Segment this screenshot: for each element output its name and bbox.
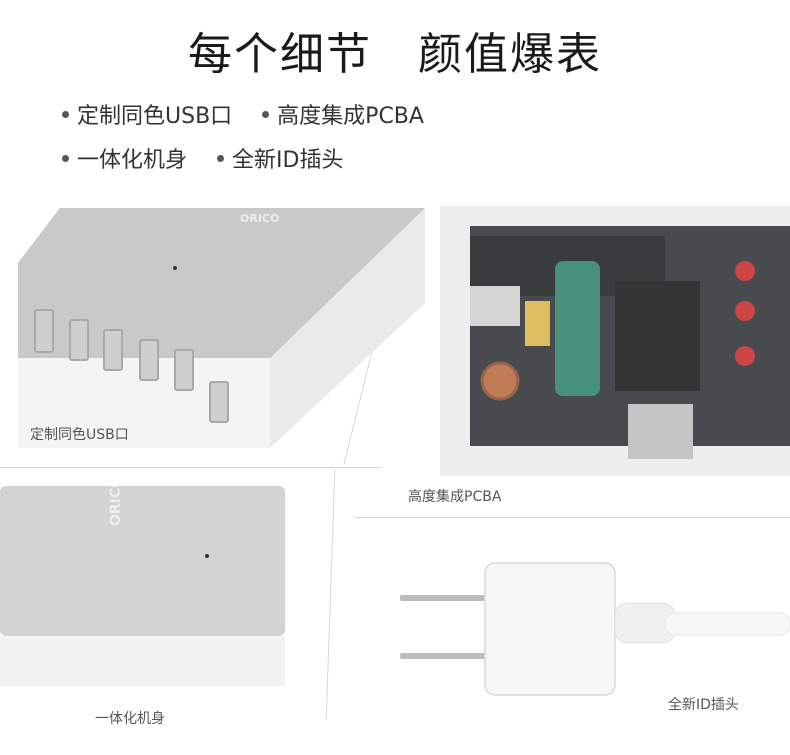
- feature-item: 全新ID插头: [217, 142, 343, 174]
- usb-ports: [34, 309, 229, 423]
- caption-pcba: 高度集成PCBA: [408, 489, 502, 505]
- bullet-icon: [217, 154, 225, 162]
- logo-text: ORICO: [240, 212, 279, 225]
- feature-label: 全新ID插头: [232, 148, 344, 173]
- plug-image: [390, 555, 790, 705]
- feature-label: 一体化机身: [77, 148, 188, 173]
- feature-row: 一体化机身 全新ID插头: [62, 142, 424, 174]
- page-title: 每个细节 颜值爆表: [188, 29, 602, 80]
- feature-list: 定制同色USB口 高度集成PCBA 一体化机身 全新ID插头: [62, 98, 424, 186]
- bullet-icon: [262, 110, 270, 118]
- logo-text: ORICO: [108, 486, 124, 526]
- charger-usb-ports-image: ORICO: [0, 208, 440, 448]
- feature-label: 高度集成PCBA: [277, 104, 424, 129]
- charger-body-image: ORICO: [0, 476, 300, 696]
- pcba-image: [440, 206, 790, 476]
- feature-item: 一体化机身: [62, 142, 187, 174]
- caption-usb: 定制同色USB口: [30, 427, 129, 443]
- feature-row: 定制同色USB口 高度集成PCBA: [62, 98, 424, 130]
- divider: [355, 517, 790, 518]
- divider: [0, 467, 380, 468]
- bullet-icon: [62, 110, 69, 118]
- bullet-icon: [62, 154, 69, 162]
- feature-item: 定制同色USB口: [62, 98, 232, 130]
- divider: [325, 470, 336, 720]
- caption-body: 一体化机身: [95, 711, 165, 727]
- feature-label: 定制同色USB口: [77, 104, 233, 129]
- feature-item: 高度集成PCBA: [262, 98, 424, 130]
- caption-plug: 全新ID插头: [668, 697, 739, 713]
